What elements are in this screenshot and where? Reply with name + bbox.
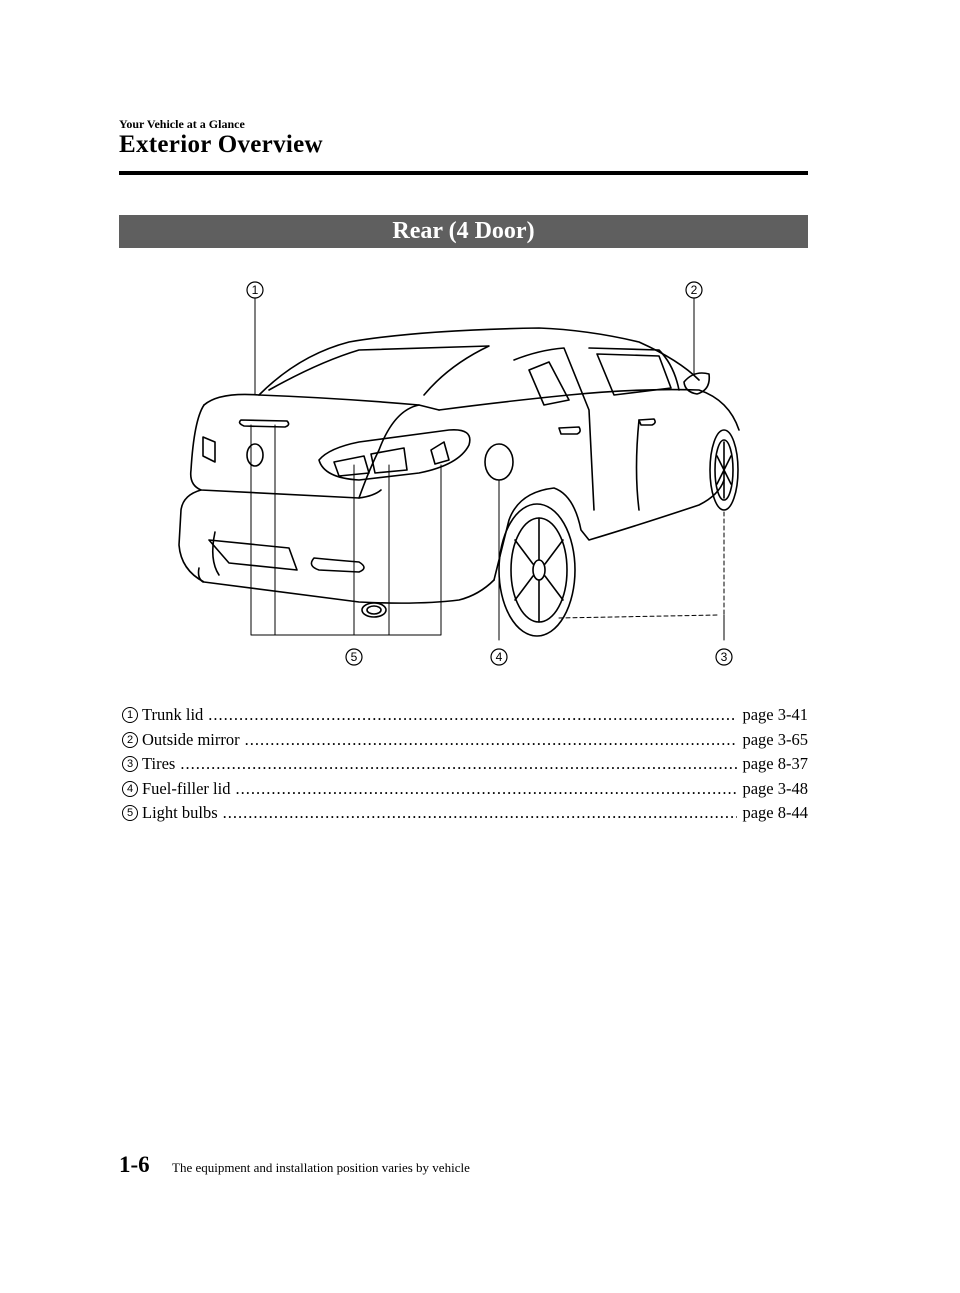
page-reference[interactable]: page 8-37	[742, 754, 808, 774]
footer-note: The equipment and installation position …	[172, 1160, 470, 1175]
page-reference[interactable]: page 8-44	[742, 803, 808, 823]
item-label: Trunk lid	[142, 705, 204, 725]
callout-4	[490, 648, 508, 666]
callout-5	[345, 648, 363, 666]
callout-2	[685, 281, 703, 299]
page-reference[interactable]: page 3-41	[742, 705, 808, 725]
page-title: Exterior Overview	[119, 131, 323, 158]
page-reference[interactable]: page 3-48	[742, 778, 808, 798]
page-reference[interactable]: page 3-65	[742, 729, 808, 749]
callout-2-text: 2	[691, 283, 698, 297]
leader-dots	[245, 730, 738, 750]
item-label: Fuel-filler lid	[142, 778, 231, 798]
leader-dots	[180, 754, 737, 774]
list-item[interactable]: 3 Tires page 8-37	[122, 752, 808, 777]
parts-list: 1 Trunk lid page 3-41 2 Outside mirror p…	[122, 703, 808, 826]
leader-dots	[208, 705, 737, 725]
leader-dots	[223, 803, 738, 823]
callout-4-text: 4	[496, 650, 503, 664]
item-label: Light bulbs	[142, 803, 218, 823]
list-item[interactable]: 2 Outside mirror page 3-65	[122, 728, 808, 753]
section-banner: Rear (4 Door)	[119, 215, 808, 248]
item-number: 3	[122, 756, 138, 773]
callout-5-text: 5	[351, 650, 358, 664]
item-number: 5	[122, 805, 138, 822]
title-divider	[119, 171, 808, 175]
leader-dots	[235, 779, 737, 799]
list-item[interactable]: 1 Trunk lid page 3-41	[122, 703, 808, 728]
item-number: 1	[122, 707, 138, 724]
item-label: Outside mirror	[142, 729, 240, 749]
callout-3-text: 3	[721, 650, 728, 664]
list-item[interactable]: 4 Fuel-filler lid page 3-48	[122, 777, 808, 802]
callout-1	[246, 281, 264, 299]
car-rear-illustration: 1 2 3 4 5	[119, 270, 808, 680]
page-number: 1-6	[119, 1152, 150, 1177]
list-item[interactable]: 5 Light bulbs page 8-44	[122, 801, 808, 826]
item-number: 4	[122, 780, 138, 797]
item-number: 2	[122, 731, 138, 748]
callout-3	[715, 648, 733, 666]
item-label: Tires	[142, 754, 176, 774]
callout-1-text: 1	[252, 283, 259, 297]
section-label: Your Vehicle at a Glance	[119, 117, 245, 131]
